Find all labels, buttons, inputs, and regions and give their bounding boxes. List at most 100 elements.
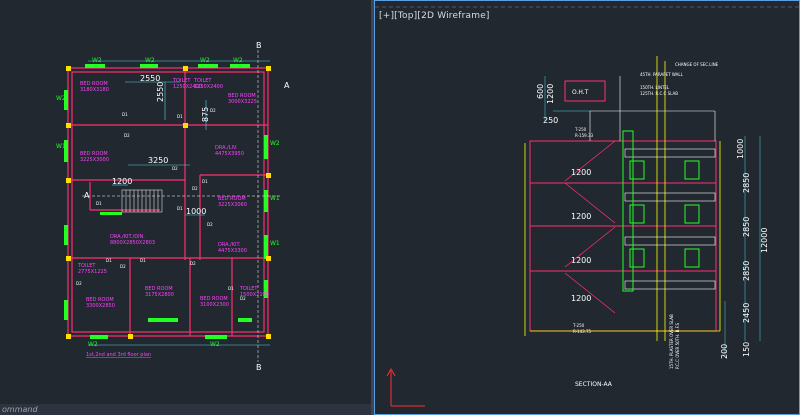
command-line[interactable]: ommand [0,404,371,415]
section-drawing: 600 1200 250 1000 2850 2850 2850 12000 2… [375,6,799,407]
plan-dim-2550: 2550 [140,74,160,83]
section-dim-12000: 12000 [760,228,769,253]
plan-title: 1st,2nd and 3rd floor plan [86,352,151,358]
note-bottom-2: P.C.C OVER 50TH. B.F.S [675,322,680,369]
room-size: 3175X2800 [145,292,174,298]
room-name: TOILET [239,286,258,292]
door-label: D2 [172,166,178,171]
door-label: D2 [207,222,213,227]
room-size: 3225X3000 [80,157,109,163]
grid-mark-a-right: A [284,81,290,90]
viewport-divider[interactable] [371,0,374,415]
note-t250-bottom: T-250 [572,323,585,328]
section-dim-2850-a: 2850 [742,173,751,193]
room-name: TOILET [77,263,96,269]
window-label: W2 [210,341,220,348]
section-dim-1000: 1000 [736,139,745,159]
plan-stairs [121,189,163,213]
section-dim-1200-c: 1200 [571,212,591,221]
door-label: D1 [177,114,183,119]
window-label: W1 [270,195,280,202]
room-size: 1500X2100 [240,292,269,298]
grid-mark-b-bottom: B [256,363,262,372]
left-viewport[interactable]: B B A A 2550 2550 3250 1200 1000 875 BED… [0,0,371,415]
room-name: BED ROOM [86,297,114,303]
section-dim-150: 150 [742,342,751,357]
window-label: W2 [145,57,155,64]
oht-label: O.H.T [572,89,589,96]
door-label: D1 [96,201,102,206]
note-parapet: 45TH. PARAPET WALL [640,72,684,77]
room-size: 2775X1225 [78,269,107,275]
right-viewport[interactable]: [+][Top][2D Wireframe] [374,0,800,415]
plan-room-labels: BED ROOM 3180X3180 TOILET 1250X2400 TOIL… [77,78,269,309]
window-label: W2 [92,57,102,64]
door-label: D2 [240,296,246,301]
room-size: 3180X3180 [80,87,109,93]
section-dim-600: 600 [536,84,545,99]
window-label: W2 [88,341,98,348]
window-label: W2 [270,140,280,147]
room-size: 1250X2400 [173,84,202,90]
plan-door-labels: D1 D2 D1 D2 D2 D1 D1 D2 D1 D2 D1 D2 D2 D… [76,108,246,301]
note-change-sec: CHANGE OF SEC.LINE [675,62,719,67]
section-dim-1200-e: 1200 [571,294,591,303]
room-size: 4475X3950 [215,151,244,157]
section-outline [589,76,716,290]
door-label: D2 [192,186,198,191]
note-slab: 125TH. R.C.C SLAB [640,91,678,96]
door-label: D1 [202,179,208,184]
room-size: 3300X2850 [86,303,115,309]
section-dim-250: 250 [543,116,558,125]
plan-dim-2550-vertical: 2550 [156,82,165,102]
plan-dim-875: 875 [201,107,210,122]
section-dim-200: 200 [720,344,729,359]
floor-plan-drawing: B B A A 2550 2550 3250 1200 1000 875 BED… [56,41,290,372]
window-label: W2 [56,95,66,102]
section-cut-lines [524,56,721,341]
ucs-icon [386,367,425,407]
note-r-bottom: R-143.75 [573,329,592,334]
room-size: 8800X2850X2803 [110,240,155,246]
plan-dim-3250: 3250 [148,156,168,165]
room-name: BED ROOM [228,93,256,99]
grid-mark-a-left: A [84,191,90,200]
section-stairs [564,140,616,314]
room-size: 3100X2300 [200,302,229,308]
door-label: D1 [122,112,128,117]
note-t250-top: T-250 [574,127,587,132]
door-label: D1 [228,286,234,291]
room-size: 3000X3225 [228,99,257,105]
grid-mark-b-top: B [256,41,262,50]
section-dim-2850-b: 2850 [742,217,751,237]
section-windows [622,130,700,292]
note-r-top: R-159.33 [575,133,594,138]
section-dim-1200: 1200 [546,84,555,104]
window-label: W2 [200,57,210,64]
room-name: TOILET [172,78,191,84]
room-name: BED ROOM [218,196,246,202]
section-dim-2850-c: 2850 [742,261,751,281]
note-lintel: 150TH. LINTEL [640,85,670,90]
note-bottom-1: 15TH. PLASTER OVER SLAB [669,314,674,369]
room-name: BED ROOM [200,296,228,302]
room-name: DRA./LIV. [215,145,238,151]
section-dim-1200-b: 1200 [571,168,591,177]
section-title: SECTION-AA [575,381,613,388]
plan-columns [66,66,271,339]
door-label: D1 [106,258,112,263]
door-label: D2 [120,264,126,269]
door-label: D2 [76,281,82,286]
room-name: TOILET [193,78,212,84]
window-label: W1 [56,143,66,150]
plan-dim-1000: 1000 [186,207,206,216]
command-line-text: ommand [2,405,38,414]
plan-walls [67,67,269,337]
room-size: 4475X3300 [218,248,247,254]
door-label: D1 [140,258,146,263]
door-label: D2 [210,108,216,113]
window-label: W2 [233,57,243,64]
viewport-controls-label[interactable]: [+][Top][2D Wireframe] [379,11,490,21]
plan-section-markers [82,50,280,362]
door-label: D2 [190,261,196,266]
